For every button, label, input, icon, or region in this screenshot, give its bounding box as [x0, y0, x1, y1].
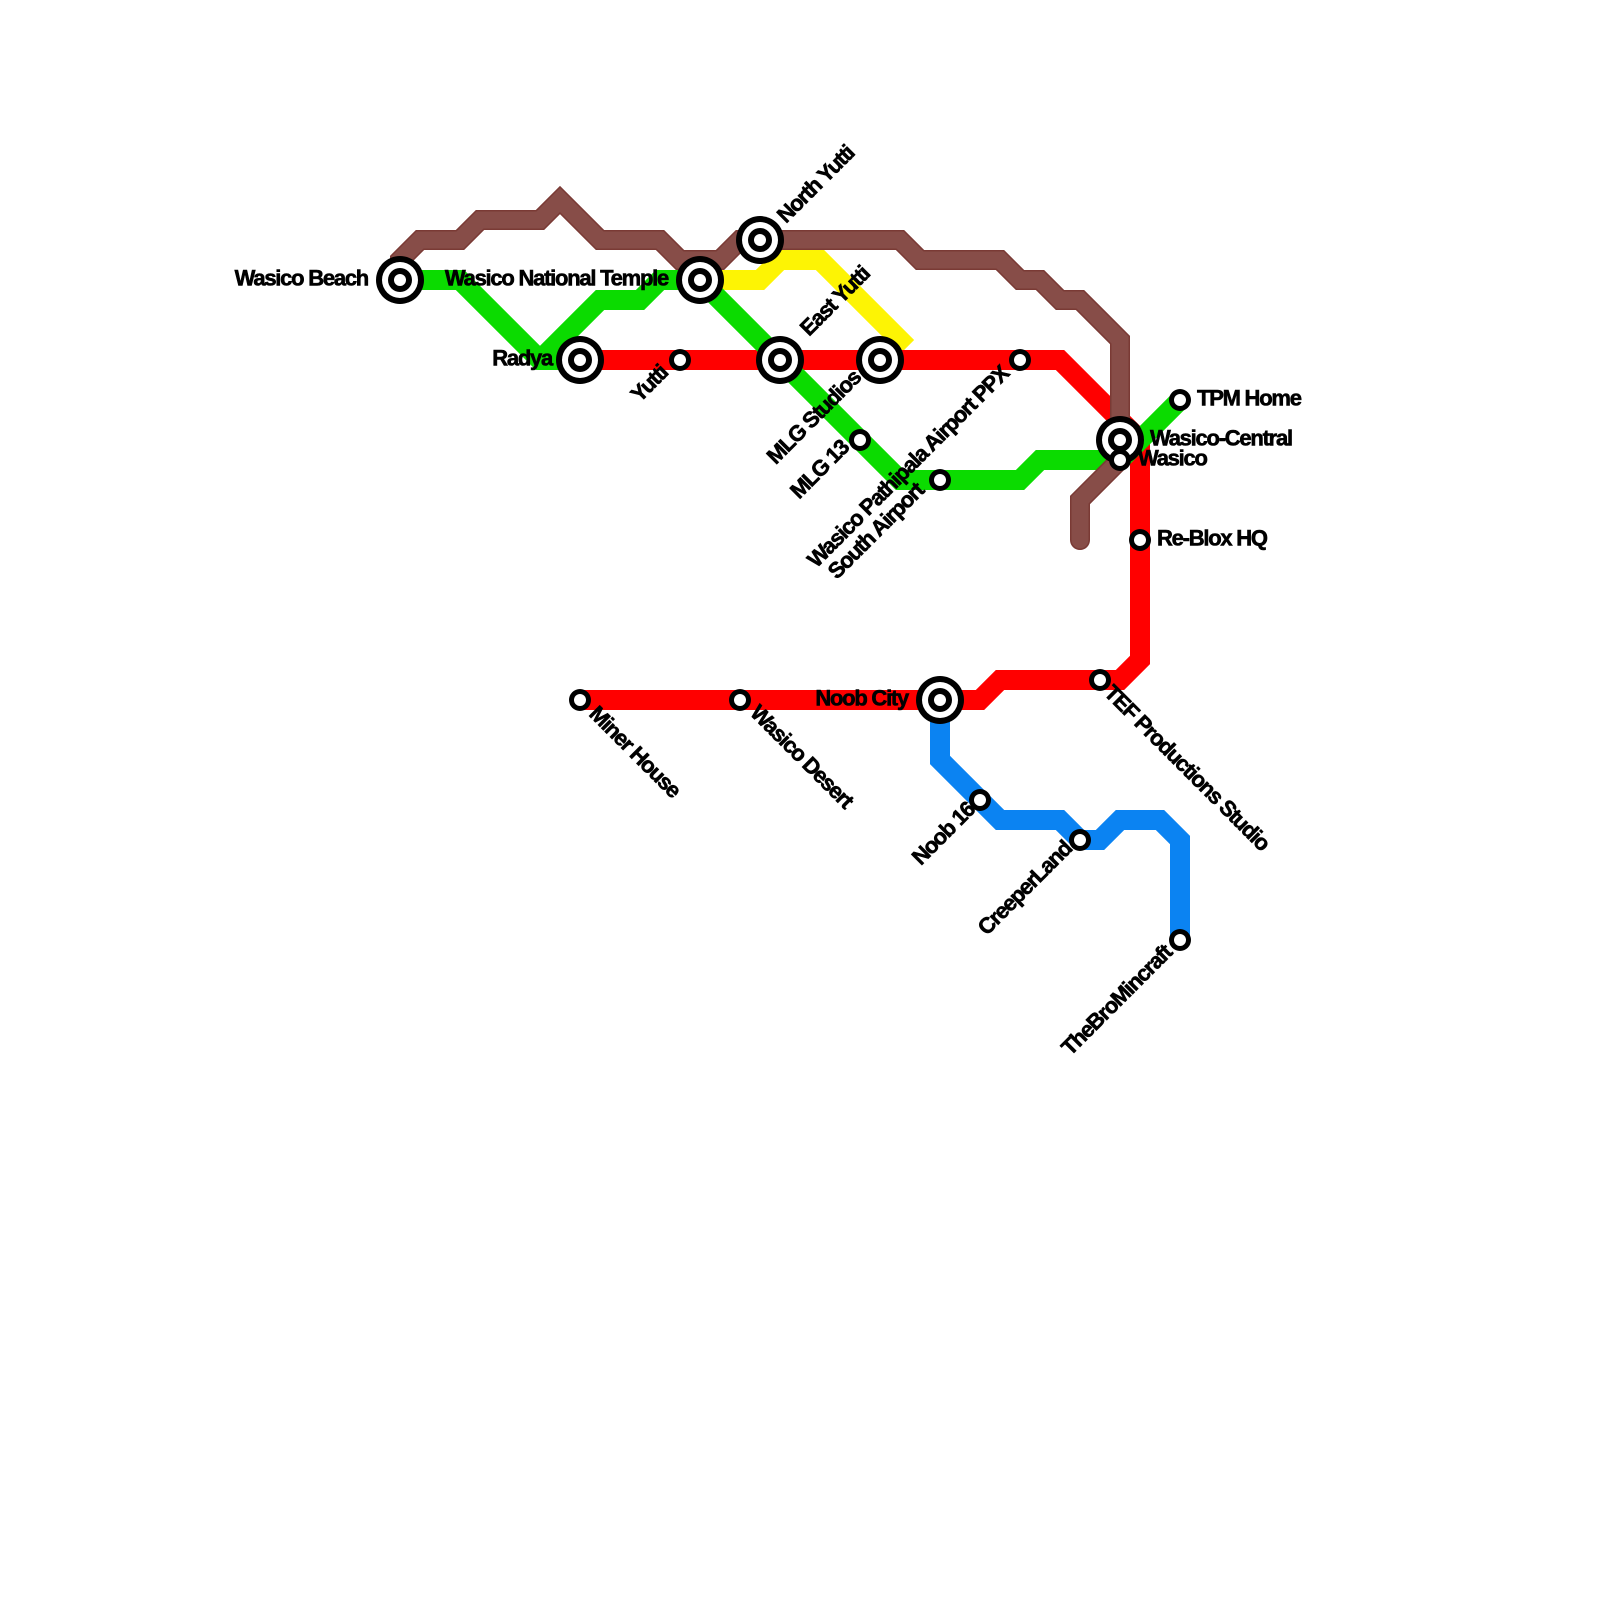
svg-text:Noob City: Noob City — [815, 686, 910, 711]
svg-text:TPM Home: TPM Home — [1197, 386, 1302, 411]
svg-text:Radya: Radya — [492, 346, 554, 371]
svg-text:Wasico: Wasico — [1138, 446, 1208, 471]
svg-text:Re-Blox HQ: Re-Blox HQ — [1157, 526, 1268, 551]
svg-text:Wasico Beach: Wasico Beach — [235, 266, 369, 291]
svg-text:Wasico-Central: Wasico-Central — [1150, 426, 1292, 451]
svg-text:Wasico National Temple: Wasico National Temple — [445, 266, 669, 291]
